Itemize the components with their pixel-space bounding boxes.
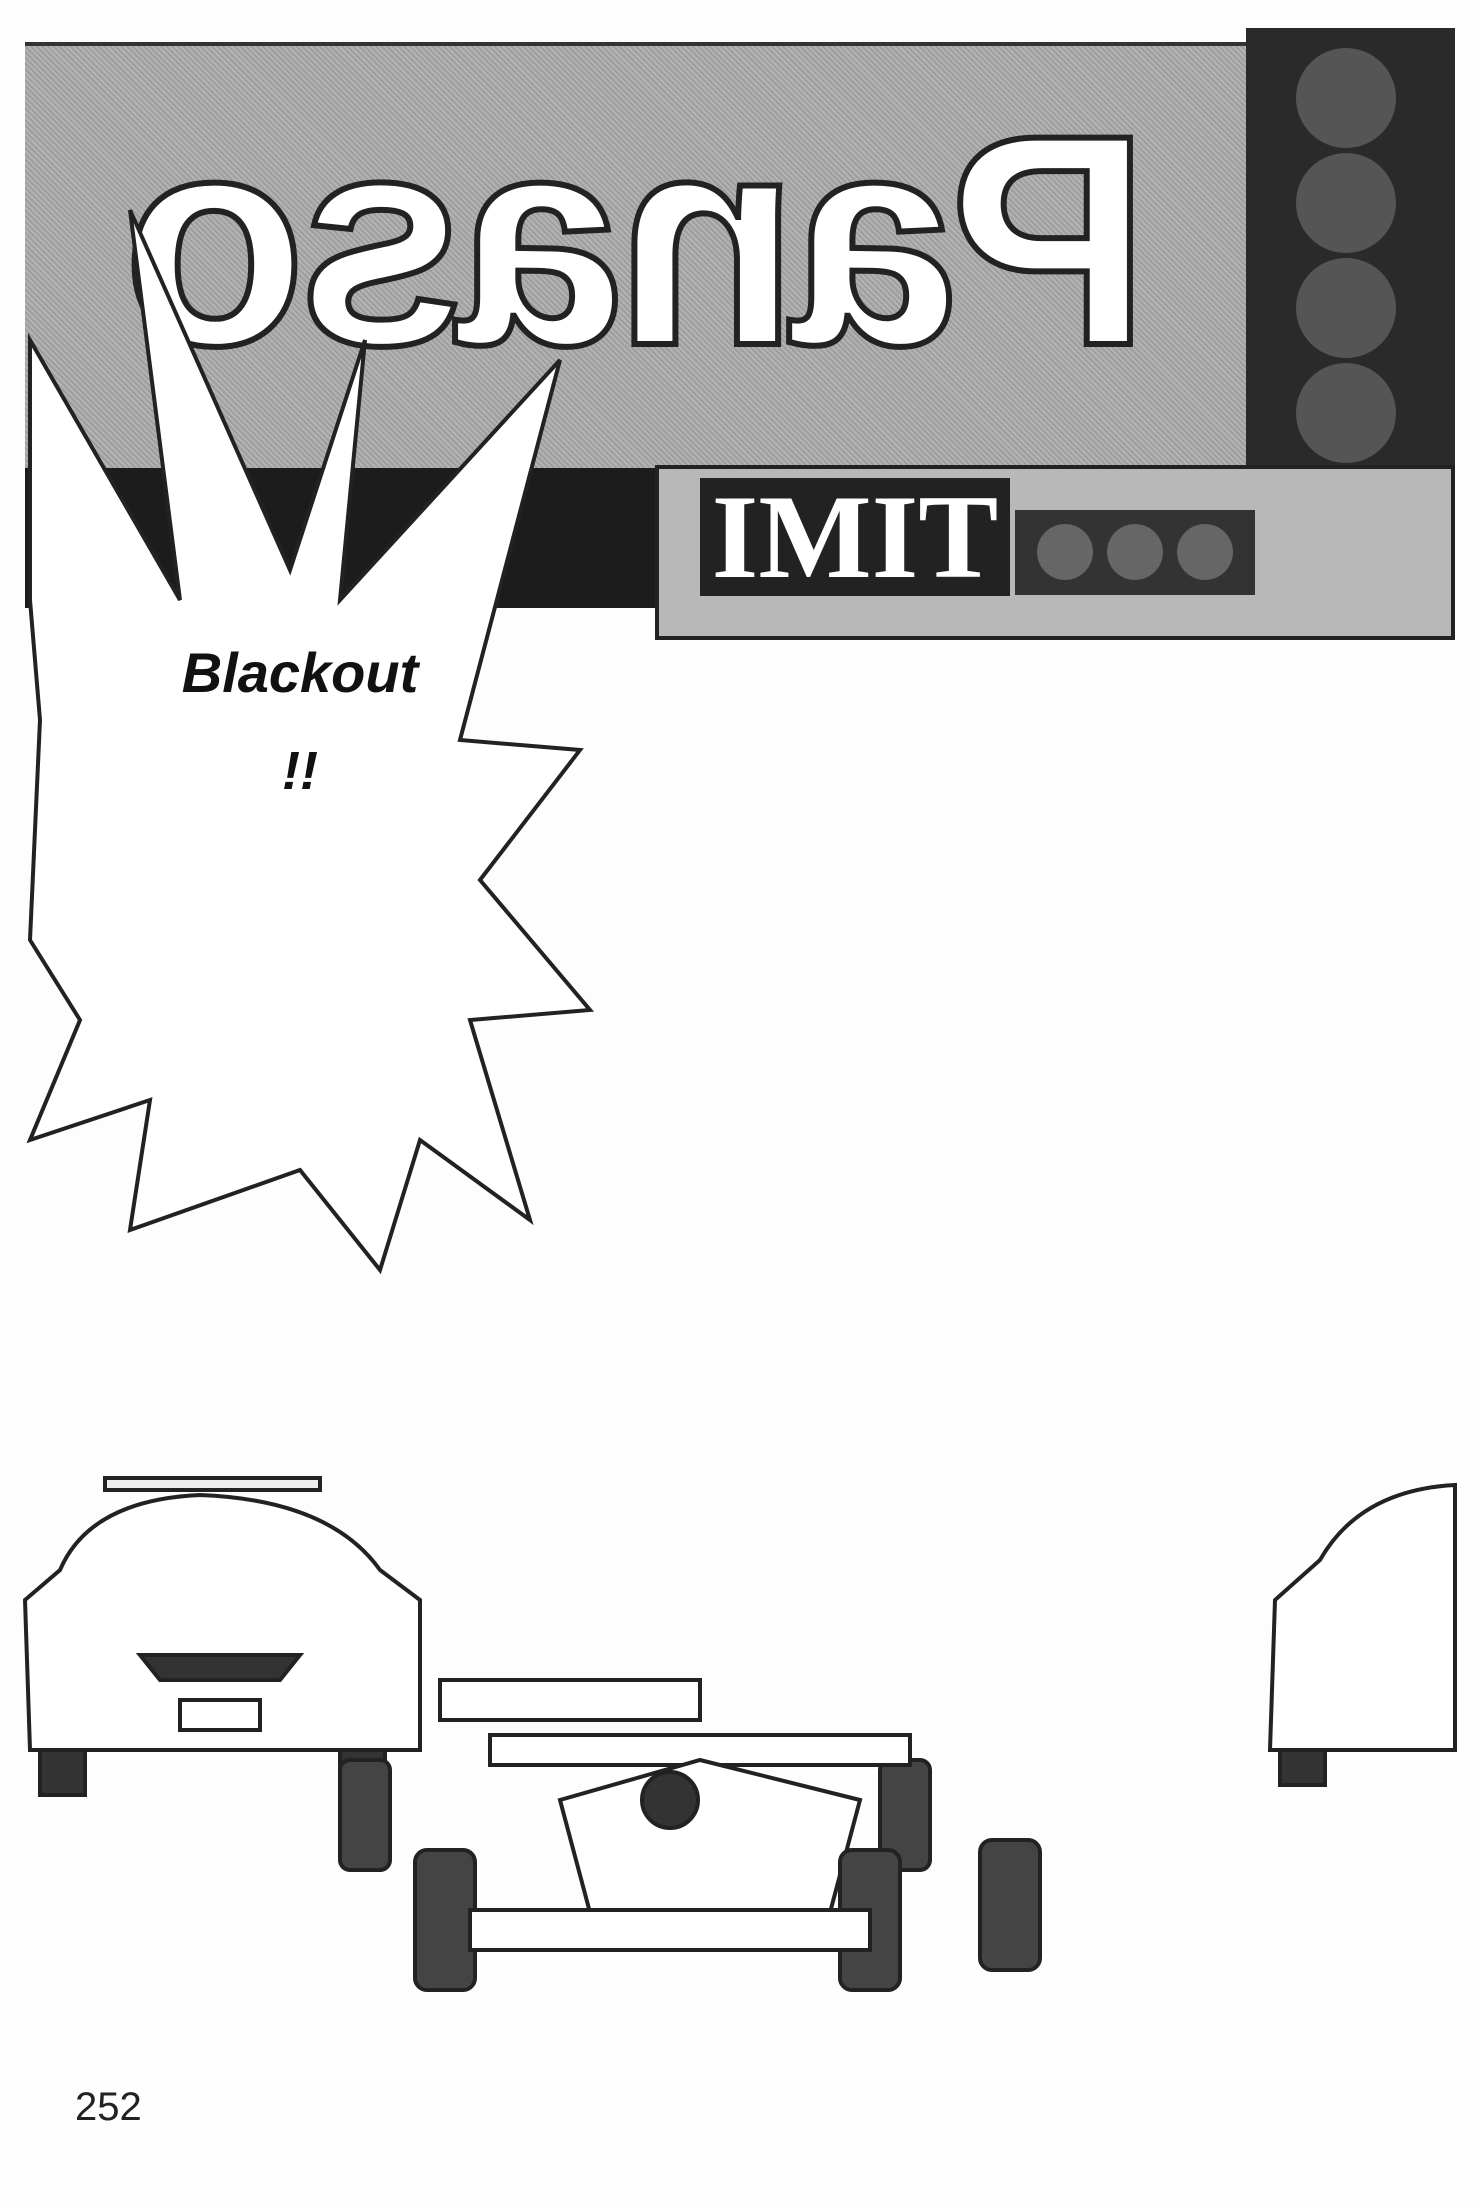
light-dots [1037,524,1233,580]
small-lights-panel [1015,510,1255,595]
formula-cars [338,1678,1042,1992]
safety-car-left [22,1476,422,1797]
start-light [1296,258,1396,358]
start-light [1296,153,1396,253]
safety-car-right [1267,1482,1457,1787]
start-light [1296,48,1396,148]
limit-sign-text: IMIT [700,477,1010,597]
speech-burst [26,209,595,1275]
start-lights-panel [1246,28,1455,465]
start-light [1296,363,1396,463]
burst-text-blackout: Blackout [181,641,419,704]
page-number: 252 [75,2085,142,2129]
burst-text-exclaim: !! [282,741,318,801]
overhead-banner [25,42,1246,469]
race-cars-illustration [22,1476,1457,1992]
